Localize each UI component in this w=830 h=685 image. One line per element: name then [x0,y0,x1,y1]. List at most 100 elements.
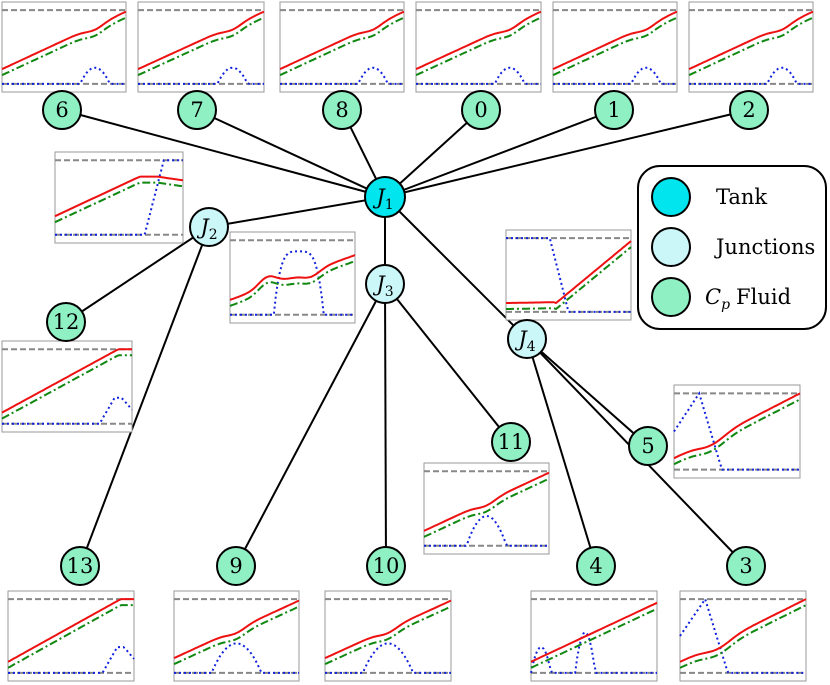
legend-swatch [651,277,691,317]
blue-dotted-curve [2,66,126,85]
mini-plots [1,1,814,682]
green-dashdot-curve [1,16,127,77]
red-solid-curve [54,175,184,218]
red-solid-curve [279,10,405,71]
mini-plot-8 [279,1,405,93]
edge-J1-J2 [208,196,386,228]
mini-plot-0 [415,1,542,93]
node-label: 0 [474,98,487,122]
node-13: 13 [60,546,100,586]
node-label: 10 [373,554,400,578]
red-solid-curve [530,601,658,663]
node-label: J1 [372,185,393,213]
node-circle [189,207,229,247]
mini-plot-frame [7,590,135,682]
edge-J3-11 [384,283,512,443]
node-j4: J4 [507,319,547,359]
blue-dotted-curve [506,237,631,313]
node-0: 0 [461,90,501,130]
legend-label: Junctions [714,235,815,259]
blue-dotted-curve [325,642,451,674]
legend-item-0: Tank [651,177,767,217]
edge-J1-0 [384,109,482,198]
mini-plot-frame [673,384,801,479]
blue-dotted-curve [174,642,299,674]
node-label: 3 [739,554,752,578]
edge-J3-9 [235,283,386,567]
green-dashdot-curve [530,607,658,669]
blue-dotted-curve [689,66,813,85]
green-dashdot-curve [279,16,405,77]
green-dashdot-curve [173,605,300,666]
green-dashdot-curve [1,354,132,420]
blue-dotted-curve [530,631,657,674]
node-circle [729,90,769,130]
node-circle [42,90,82,130]
mini-plot-frame [423,462,550,555]
blue-dotted-curve [424,514,549,547]
mini-plot-3 [679,590,807,682]
green-dashdot-curve [679,604,807,669]
red-solid-curve [506,240,632,305]
mini-plot-frame [1,340,133,433]
blue-dotted-curve [553,66,677,85]
node-label: 13 [67,554,94,578]
node-circle [366,546,406,586]
edge-J2-13 [79,226,210,567]
blue-dotted-curve [416,66,541,85]
mini-plot-J2 [54,151,184,244]
node-1: 1 [594,90,634,130]
legend-swatch [651,227,691,267]
node-circle [576,546,616,586]
node-2: 2 [729,90,769,130]
node-circle [365,264,405,304]
node-j3: J3 [365,264,405,304]
mini-plot-J3 [229,231,356,324]
mini-plot-frame [54,151,184,244]
legend-item-1: Junctions [651,227,815,267]
blue-dotted-curve [230,250,355,316]
node-label: 8 [335,98,348,122]
legend-label: Tank [716,185,767,209]
node-10: 10 [366,546,406,586]
mini-plot-13 [7,590,135,682]
node-label: 12 [53,310,80,334]
node-circle [628,426,668,466]
node-label: J2 [196,215,217,243]
node-label: 2 [742,98,755,122]
mini-plot-12 [1,340,133,433]
green-dashdot-curve [506,246,632,311]
node-label: 5 [641,434,654,458]
mini-plot-frame [530,590,658,682]
edge-J1-J4 [384,196,528,340]
red-solid-curve [1,10,127,71]
mini-plot-9 [173,590,300,682]
node-label: 7 [190,98,203,122]
node-circle [216,546,256,586]
node-7: 7 [177,90,217,130]
green-dashdot-curve [423,477,550,538]
green-dashdot-curve [415,16,542,77]
node-label: 9 [229,554,242,578]
edge-J1-2 [384,109,750,198]
mini-plot-1 [552,1,678,93]
node-6: 6 [42,90,82,130]
node-3: 3 [726,546,766,586]
node-j1: J1 [364,176,406,218]
node-9: 9 [216,546,256,586]
node-5: 5 [628,426,668,466]
mini-plot-11 [423,462,550,555]
node-label: J4 [514,327,535,355]
node-circle [177,90,217,130]
red-solid-curve [7,598,134,663]
node-label: J3 [372,272,393,300]
node-circle [594,90,634,130]
mini-plot-J4 [505,229,632,321]
red-solid-curve [229,254,356,301]
node-4: 4 [576,546,616,586]
red-solid-curve [688,10,814,71]
